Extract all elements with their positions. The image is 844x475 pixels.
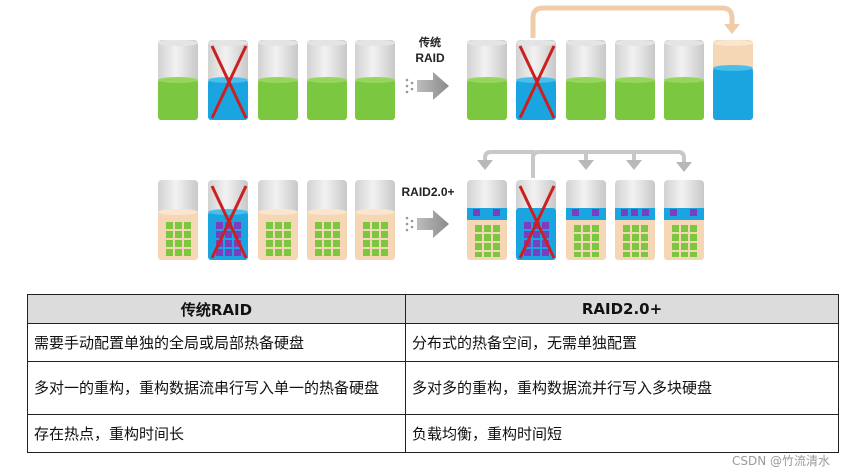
disk-healthy xyxy=(158,180,198,260)
disk-healthy xyxy=(258,40,298,120)
rebuild-arrowhead-icon xyxy=(724,24,740,34)
comparison-table: 传统RAID RAID2.0+ 需要手动配置单独的全局或局部热备硬盘 分布式的热… xyxy=(27,294,839,453)
disk-healthy xyxy=(158,40,198,120)
table-cell: 分布式的热备空间，无需单独配置 xyxy=(405,323,839,362)
disk-healthy xyxy=(355,180,395,260)
parallel-rebuild-arrowheads-icon xyxy=(477,160,692,172)
disk-failed xyxy=(516,180,556,260)
raid-comparison-diagram: 传统 RAID xyxy=(158,5,753,260)
table-cell: 多对一的重构，重构数据流串行写入单一的热备硬盘 xyxy=(27,361,406,415)
rebuild-arrow-icon xyxy=(530,5,735,38)
transition-arrow-icon xyxy=(405,72,449,100)
table-cell: 需要手动配置单独的全局或局部热备硬盘 xyxy=(27,323,406,362)
disk-failed xyxy=(516,40,556,120)
disk-healthy xyxy=(615,40,655,120)
disk-healthy xyxy=(566,40,606,120)
disk-healthy xyxy=(664,40,704,120)
traditional-raid-row: 传统 RAID xyxy=(158,5,753,120)
table-cell: 多对多的重构，重构数据流并行写入多块硬盘 xyxy=(405,361,839,415)
disk-distributed-spare xyxy=(664,180,704,260)
disk-healthy xyxy=(467,40,507,120)
disk-failed xyxy=(208,40,248,120)
table-row: 多对一的重构，重构数据流串行写入单一的热备硬盘 多对多的重构，重构数据流并行写入… xyxy=(27,361,839,415)
traditional-label-line1: 传统 xyxy=(418,35,441,49)
header-raid2: RAID2.0+ xyxy=(405,294,839,324)
table-header-row: 传统RAID RAID2.0+ xyxy=(27,294,839,324)
disk-healthy xyxy=(355,40,395,120)
table-cell: 负载均衡，重构时间短 xyxy=(405,414,839,453)
watermark: CSDN @竹流清水 xyxy=(731,454,830,468)
transition-arrow-icon xyxy=(405,210,449,238)
header-traditional-raid: 传统RAID xyxy=(27,294,406,324)
disk-distributed-spare xyxy=(566,180,606,260)
raid2-row: RAID2.0+ xyxy=(158,150,704,260)
disk-distributed-spare xyxy=(615,180,655,260)
disk-failed xyxy=(208,180,248,260)
disk-healthy xyxy=(258,180,298,260)
traditional-label-line2: RAID xyxy=(415,51,445,65)
table-row: 存在热点，重构时间长 负载均衡，重构时间短 xyxy=(27,414,839,453)
hot-spare-disk xyxy=(713,40,753,120)
disk-healthy xyxy=(307,180,347,260)
table-row: 需要手动配置单独的全局或局部热备硬盘 分布式的热备空间，无需单独配置 xyxy=(27,323,839,362)
raid2-label: RAID2.0+ xyxy=(401,185,454,199)
table-cell: 存在热点，重构时间长 xyxy=(27,414,406,453)
disk-distributed-spare xyxy=(467,180,507,260)
disk-healthy xyxy=(307,40,347,120)
